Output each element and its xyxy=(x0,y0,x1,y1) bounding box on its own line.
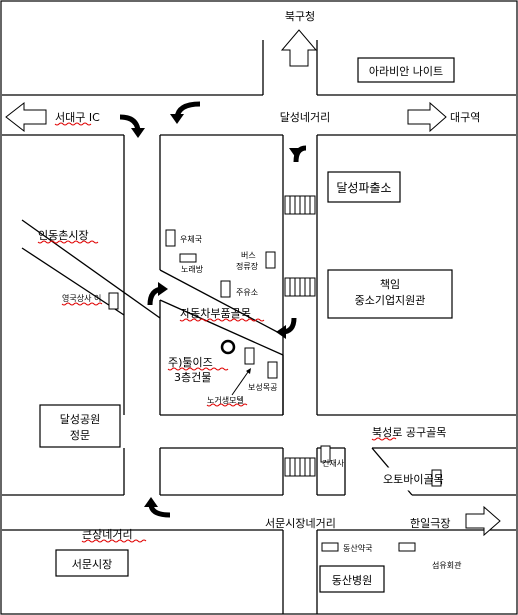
top-intersection-label: 달성네거리 xyxy=(280,111,331,124)
spell-underline xyxy=(206,403,248,407)
building-icon xyxy=(265,251,276,269)
building-icon xyxy=(267,361,278,379)
arabian-night-box xyxy=(357,57,455,83)
building-icon xyxy=(165,229,176,247)
sme-center-label-1: 책임 xyxy=(380,278,400,291)
west-direction-label: 서대구 IC xyxy=(55,111,100,124)
building-icon xyxy=(431,469,442,487)
pointer-arrow-icon xyxy=(231,371,249,396)
turn-arrow-icon xyxy=(158,282,168,296)
target-location-icon xyxy=(220,339,236,355)
pointer-arrow-icon xyxy=(246,368,251,374)
target-label-2: 3층건물 xyxy=(174,371,211,384)
sme-center-label-2: 중소기업지원관 xyxy=(355,294,426,307)
arabian-night-label: 아라비안 나이트 xyxy=(369,65,443,78)
spell-underline xyxy=(54,122,92,126)
crosswalk-icon xyxy=(284,277,316,297)
target-label-1: 주)툴이즈 xyxy=(168,356,213,369)
building-icon xyxy=(108,292,119,310)
dalseong-park-label-1: 달성공원 xyxy=(60,413,100,426)
parking-label: 보성목공 xyxy=(248,383,277,392)
arrow-left-icon xyxy=(5,101,47,133)
karaoke-label: 노래방 xyxy=(181,264,204,274)
spell-underline xyxy=(371,437,397,441)
bus-stop-label-1: 버스 xyxy=(241,250,256,260)
dongsan-hospital-box xyxy=(319,565,385,593)
spell-underline xyxy=(167,367,229,371)
seomun-market-label: 서문시장 xyxy=(72,558,112,571)
arrow-right-icon xyxy=(407,101,447,133)
indongchon-market-label: 인동촌시장 xyxy=(38,229,89,242)
motorcycle-alley-label: 오토바이골목 xyxy=(383,473,444,486)
turn-arrow-icon xyxy=(144,497,158,507)
building-icon xyxy=(220,280,231,298)
building-icon xyxy=(179,253,197,263)
bukseong-tool-alley-label: 북성로 공구골목 xyxy=(372,426,446,439)
turn-arrow-icon xyxy=(119,114,141,131)
bottom-intersection-label: 서문시장네거리 xyxy=(265,517,336,530)
arrow-right-icon xyxy=(465,505,501,537)
building-icon xyxy=(321,542,339,552)
small-building-label: 건재사 xyxy=(322,458,345,468)
police-box-label: 달성파출소 xyxy=(336,181,391,195)
dalseong-park-box xyxy=(39,404,121,448)
dalseong-park-label-2: 정문 xyxy=(70,429,90,442)
spell-underline xyxy=(81,539,147,543)
dongsan-hospital-label: 동산병원 xyxy=(332,574,372,587)
bottom-left-intersection-label: 큰장네거리 xyxy=(82,528,133,541)
sme-center-box xyxy=(327,269,453,319)
turn-arrow-icon xyxy=(170,114,184,124)
east-top-direction-label: 대구역 xyxy=(450,111,480,124)
tools-store-label: 노거생모텔 xyxy=(207,395,244,405)
crosswalk-icon xyxy=(284,195,316,215)
seomun-building-label: 섬유회관 xyxy=(432,560,462,570)
spell-underline xyxy=(37,240,99,244)
road-edges xyxy=(2,40,516,614)
building-icon xyxy=(320,445,331,463)
arrow-up-icon xyxy=(280,29,318,67)
turn-arrow-icon xyxy=(276,325,286,339)
north-direction-label: 북구청 xyxy=(285,10,315,23)
seomun-market-box xyxy=(55,549,129,577)
turn-arrow-icon xyxy=(289,148,303,158)
building-icon xyxy=(244,347,255,365)
auto-parts-alley-label: 자동차부품골목 xyxy=(180,307,251,320)
police-box xyxy=(327,171,401,203)
alley-left-label: 영국상사 이 xyxy=(62,293,101,303)
dongsan-pharmacy-label: 동산약국 xyxy=(343,543,372,553)
spell-underline xyxy=(179,318,265,322)
small-shop-label: 주유소 xyxy=(236,288,258,297)
east-bottom-direction-label: 한일극장 xyxy=(410,516,450,530)
post-office-label: 우체국 xyxy=(180,234,202,244)
crosswalk-icon xyxy=(284,457,316,477)
building-icon xyxy=(398,542,416,552)
turn-arrow-icon xyxy=(131,128,145,138)
bus-stop-label-2: 정류장 xyxy=(236,261,259,271)
spell-underline xyxy=(61,302,103,306)
